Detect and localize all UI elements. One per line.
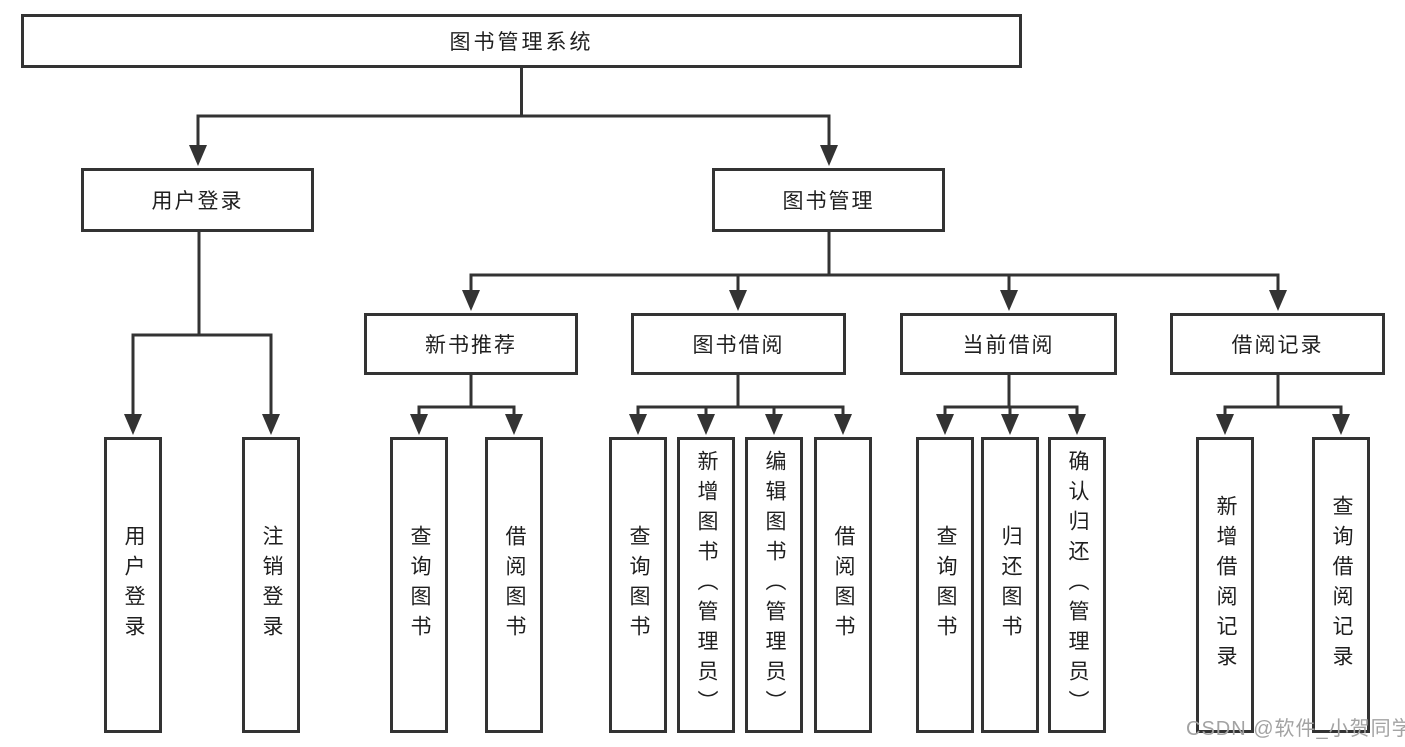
leaf-borrow-book-label: 借阅图书 — [832, 525, 855, 645]
connector-user-login-to-leaves — [124, 232, 280, 435]
leaf-add-borrow-record: 新增借阅记录 — [1196, 437, 1254, 733]
leaf-current-query-book-label: 查询图书 — [934, 525, 957, 645]
node-book-borrow-label: 图书借阅 — [692, 334, 785, 357]
node-current-borrow-label: 当前借阅 — [962, 334, 1055, 357]
node-new-book-recommend: 新书推荐 — [364, 313, 578, 375]
node-book-borrow: 图书借阅 — [631, 313, 846, 375]
leaf-edit-book-admin: 编辑图书（管理员） — [745, 437, 803, 733]
leaf-add-borrow-record-label: 新增借阅记录 — [1214, 495, 1237, 675]
leaf-recommend-borrow-book: 借阅图书 — [485, 437, 543, 733]
connector-current-borrow-to-leaves — [936, 375, 1086, 435]
leaf-add-book-admin-label: 新增图书（管理员） — [695, 450, 718, 720]
leaf-logout: 注销登录 — [242, 437, 300, 733]
leaf-logout-label: 注销登录 — [260, 525, 283, 645]
connector-book-borrow-to-leaves — [629, 375, 852, 435]
node-new-book-recommend-label: 新书推荐 — [425, 334, 517, 357]
leaf-return-book: 归还图书 — [981, 437, 1039, 733]
leaf-user-login-label: 用户登录 — [122, 525, 145, 645]
connector-borrow-record-to-leaves — [1216, 375, 1350, 435]
leaf-recommend-query-book: 查询图书 — [390, 437, 448, 733]
node-borrow-record: 借阅记录 — [1170, 313, 1385, 375]
node-borrow-record-label: 借阅记录 — [1231, 334, 1324, 357]
leaf-borrow-query-book: 查询图书 — [609, 437, 667, 733]
leaf-add-book-admin: 新增图书（管理员） — [677, 437, 735, 733]
leaf-recommend-borrow-book-label: 借阅图书 — [503, 525, 526, 645]
node-book-management: 图书管理 — [712, 168, 945, 232]
node-current-borrow: 当前借阅 — [900, 313, 1117, 375]
leaf-borrow-query-book-label: 查询图书 — [627, 525, 650, 645]
leaf-confirm-return-admin-label: 确认归还（管理员） — [1066, 450, 1089, 720]
connector-book-management-to-level3 — [462, 232, 1287, 311]
leaf-current-query-book: 查询图书 — [916, 437, 974, 733]
csdn-watermark: CSDN @软件_小贺同学 — [1186, 718, 1405, 740]
leaf-query-borrow-record-label: 查询借阅记录 — [1330, 495, 1353, 675]
leaf-borrow-book: 借阅图书 — [814, 437, 872, 733]
node-root: 图书管理系统 — [21, 14, 1022, 68]
connector-new-book-recommend-to-leaves — [410, 375, 523, 435]
leaf-return-book-label: 归还图书 — [999, 525, 1022, 645]
leaf-confirm-return-admin: 确认归还（管理员） — [1048, 437, 1106, 733]
node-root-label: 图书管理系统 — [449, 31, 594, 54]
leaf-edit-book-admin-label: 编辑图书（管理员） — [763, 450, 786, 720]
connector-root-to-level2 — [189, 68, 838, 166]
node-user-login-label: 用户登录 — [151, 190, 244, 213]
leaf-recommend-query-book-label: 查询图书 — [408, 525, 431, 645]
node-book-management-label: 图书管理 — [782, 190, 875, 213]
node-user-login: 用户登录 — [81, 168, 314, 232]
leaf-query-borrow-record: 查询借阅记录 — [1312, 437, 1370, 733]
leaf-user-login: 用户登录 — [104, 437, 162, 733]
